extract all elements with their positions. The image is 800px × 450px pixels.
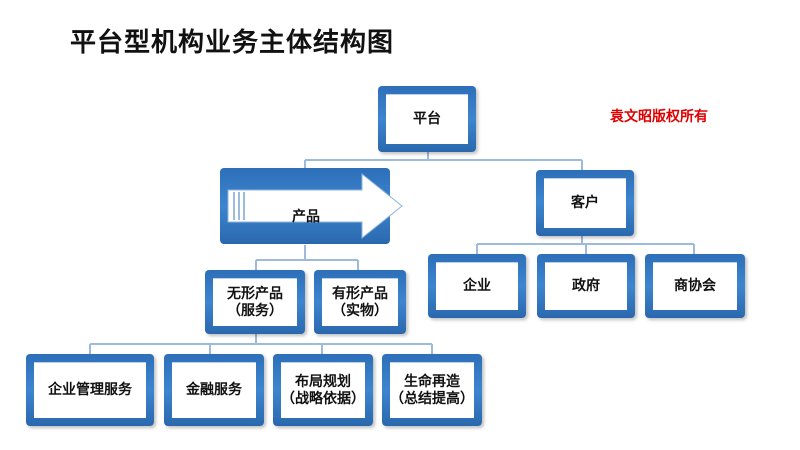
association-node: 商协会 [645, 254, 745, 318]
government-label: 政府 [545, 262, 627, 310]
diagram-title: 平台型机构业务主体结构图 [70, 28, 395, 58]
layout-plan-node: 布局规划 （战略依据） [273, 354, 373, 426]
tangible-product-node: 有形产品 （实物） [314, 270, 406, 334]
customer-node: 客户 [536, 170, 634, 236]
tangible-line1: 有形产品 [332, 285, 388, 302]
life-recycle-node: 生命再造 （总结提高） [382, 354, 482, 426]
tangible-line2: （实物） [332, 302, 388, 319]
mgmt-service-node: 企业管理服务 [26, 354, 154, 426]
copyright-note: 袁文昭版权所有 [610, 109, 708, 125]
finance-service-label: 金融服务 [172, 362, 256, 418]
intangible-product-label: 无形产品 （服务） [213, 278, 297, 326]
life-recycle-label: 生命再造 （总结提高） [390, 362, 474, 418]
intangible-line1: 无形产品 [227, 285, 283, 302]
government-node: 政府 [537, 254, 635, 318]
intangible-product-node: 无形产品 （服务） [205, 270, 305, 334]
intangible-line2: （服务） [227, 302, 283, 319]
layout-plan-line1: 布局规划 [295, 373, 351, 390]
product-arrow-node [220, 168, 403, 244]
tangible-product-label: 有形产品 （实物） [322, 278, 398, 326]
life-recycle-line1: 生命再造 [404, 373, 460, 390]
platform-node: 平台 [378, 86, 476, 152]
association-label: 商协会 [653, 262, 737, 310]
product-label: 产品 [292, 209, 320, 225]
finance-service-node: 金融服务 [164, 354, 264, 426]
layout-plan-label: 布局规划 （战略依据） [281, 362, 365, 418]
enterprise-node: 企业 [428, 254, 526, 318]
life-recycle-line2: （总结提高） [390, 390, 474, 407]
mgmt-service-label: 企业管理服务 [34, 362, 146, 418]
layout-plan-line2: （战略依据） [281, 390, 365, 407]
enterprise-label: 企业 [436, 262, 518, 310]
platform-label: 平台 [386, 94, 468, 144]
customer-label: 客户 [544, 178, 626, 228]
